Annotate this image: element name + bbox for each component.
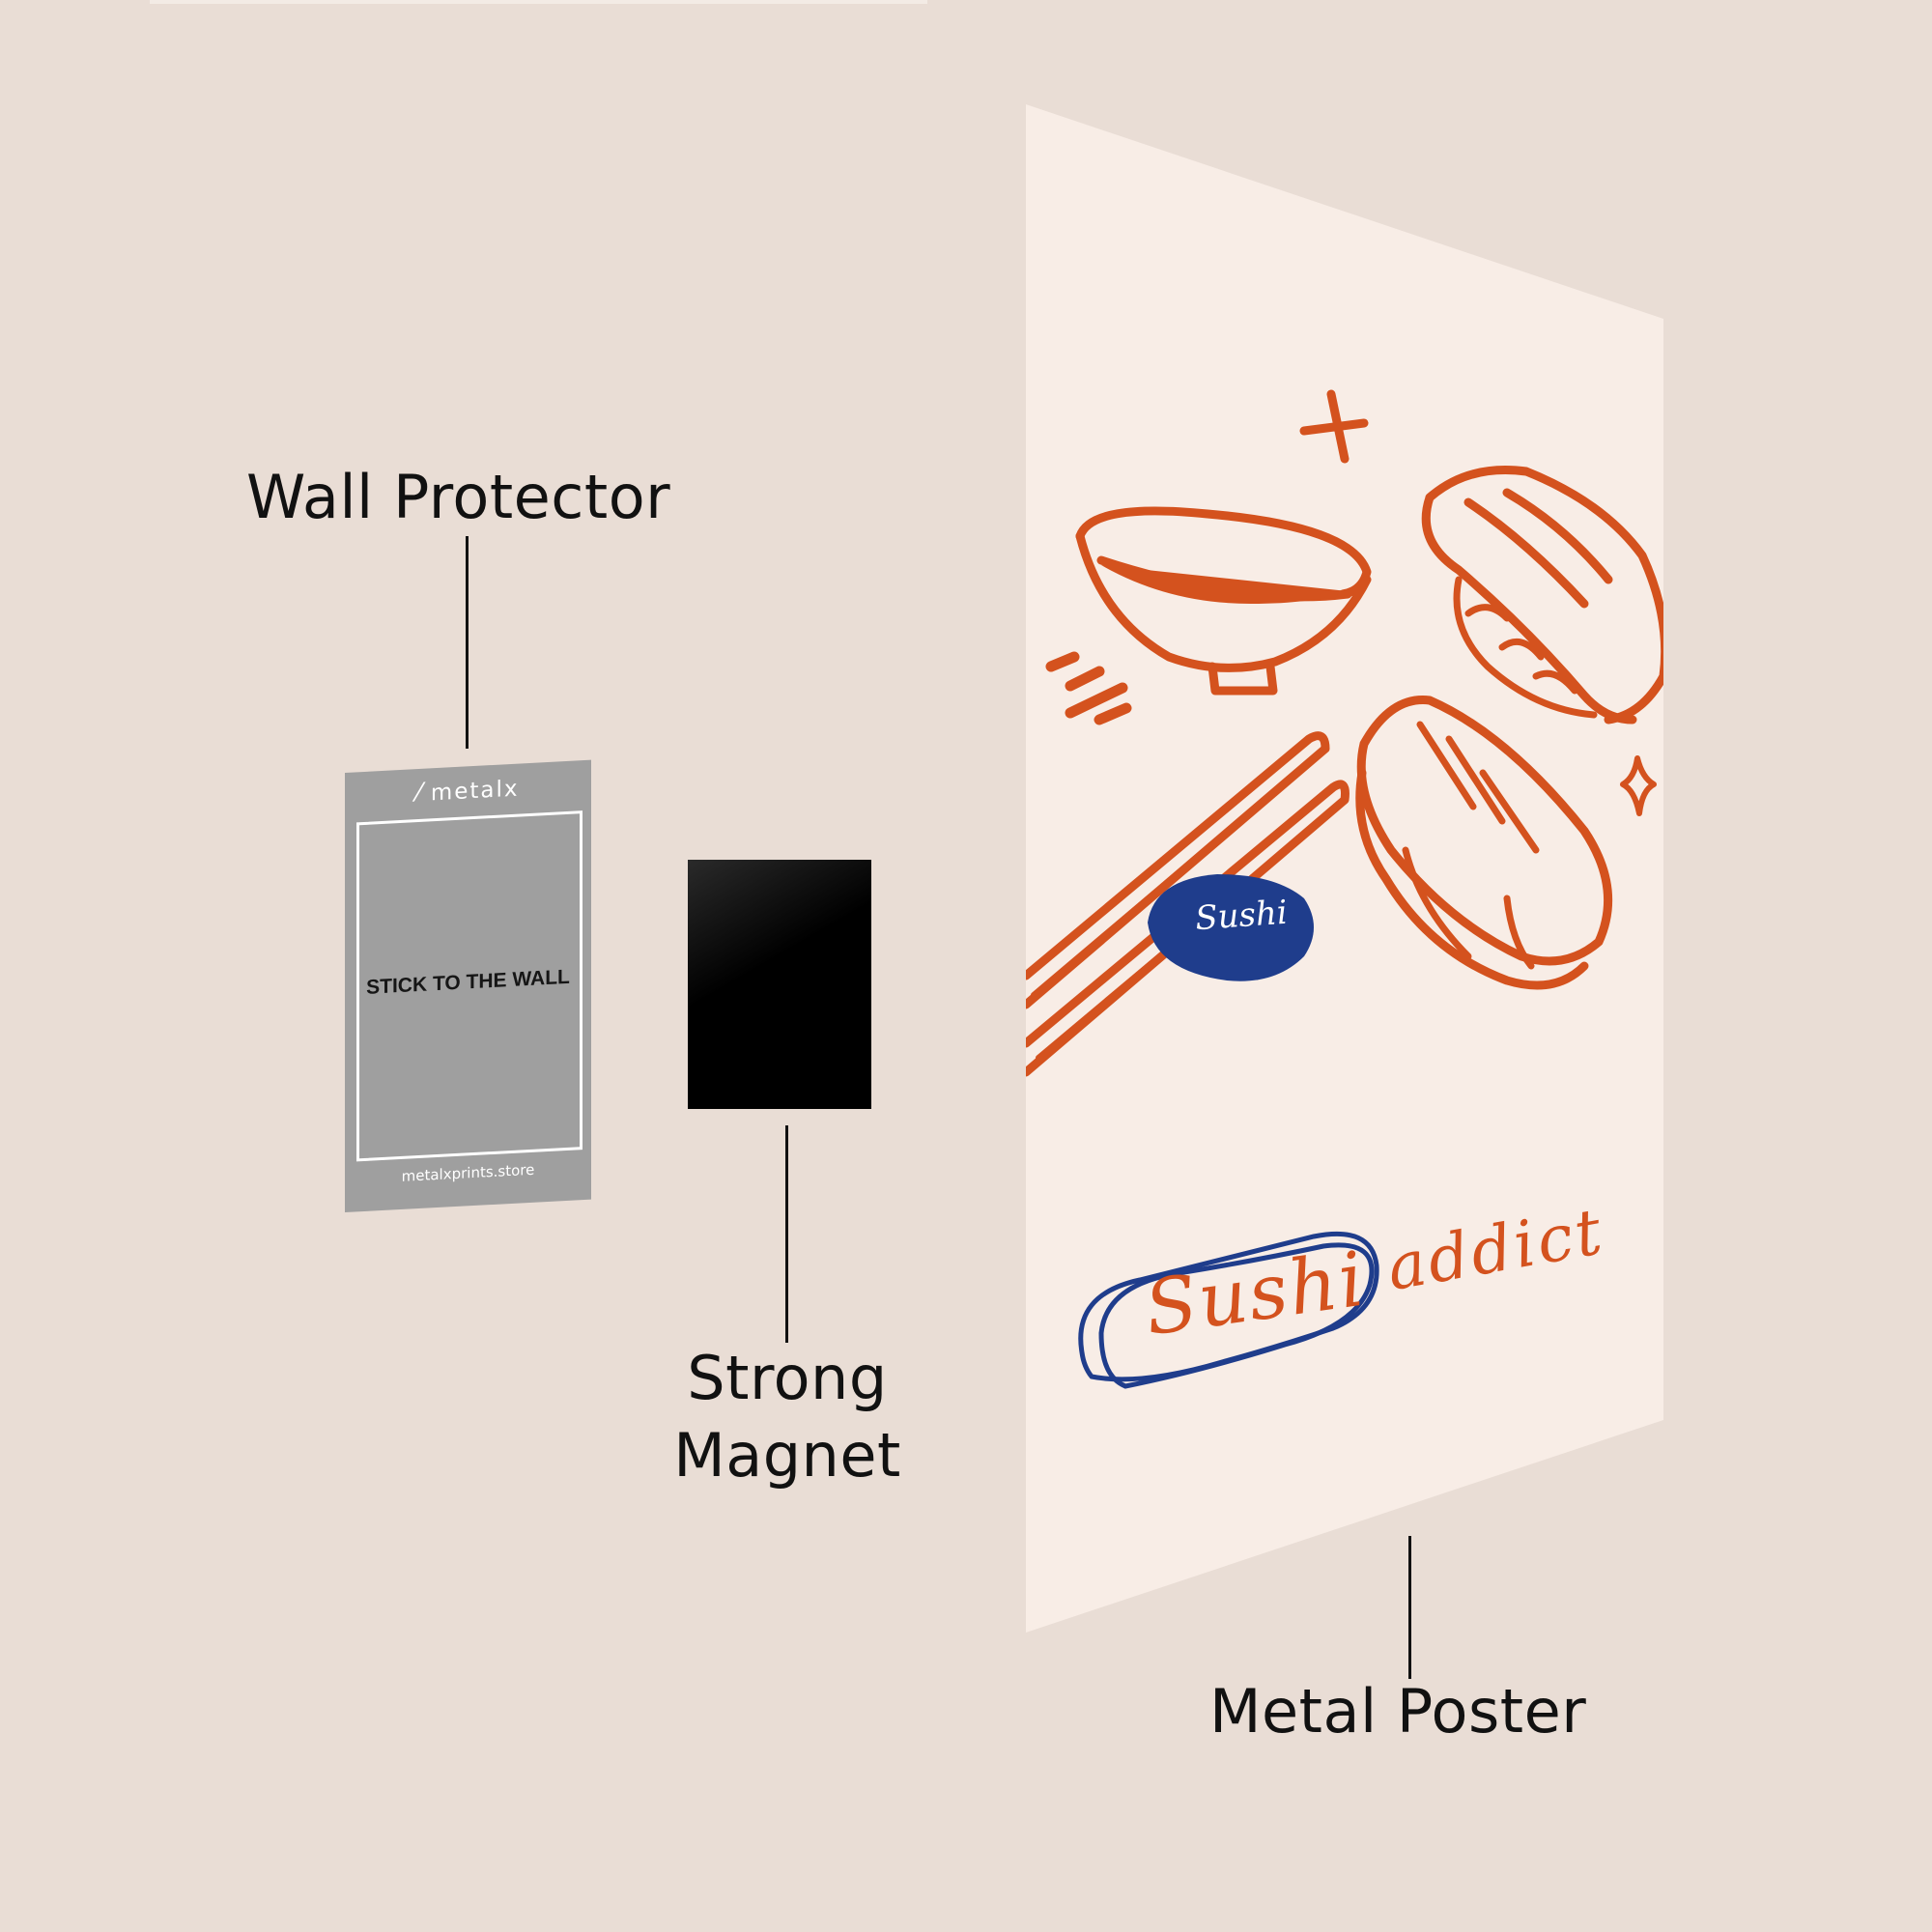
wall-protector-label: Wall Protector [246,462,671,532]
nigiri-tamago-icon [1355,696,1613,990]
metal-poster-label: Metal Poster [1209,1676,1587,1747]
sushi-badge-shape [1148,874,1314,981]
strong-magnet-leader [785,1125,788,1343]
strong-magnet-label-line2: Magnet [673,1420,901,1491]
metal-poster-leader [1408,1536,1411,1679]
soy-bowl-icon [1075,506,1372,696]
wall-protector-leader [466,536,469,749]
motion-dashes-icon [1045,651,1132,725]
strong-magnet [688,860,871,1109]
title-loops-icon [1078,1231,1379,1389]
strong-magnet-label-line1: Strong [687,1343,888,1413]
nigiri-salmon-icon [1421,466,1663,724]
sparkle-plus-icon [1299,389,1369,464]
top-edge-strip [150,0,927,4]
poster-panel [1026,104,1663,1633]
sparkle-diamond-icon [1620,755,1657,816]
